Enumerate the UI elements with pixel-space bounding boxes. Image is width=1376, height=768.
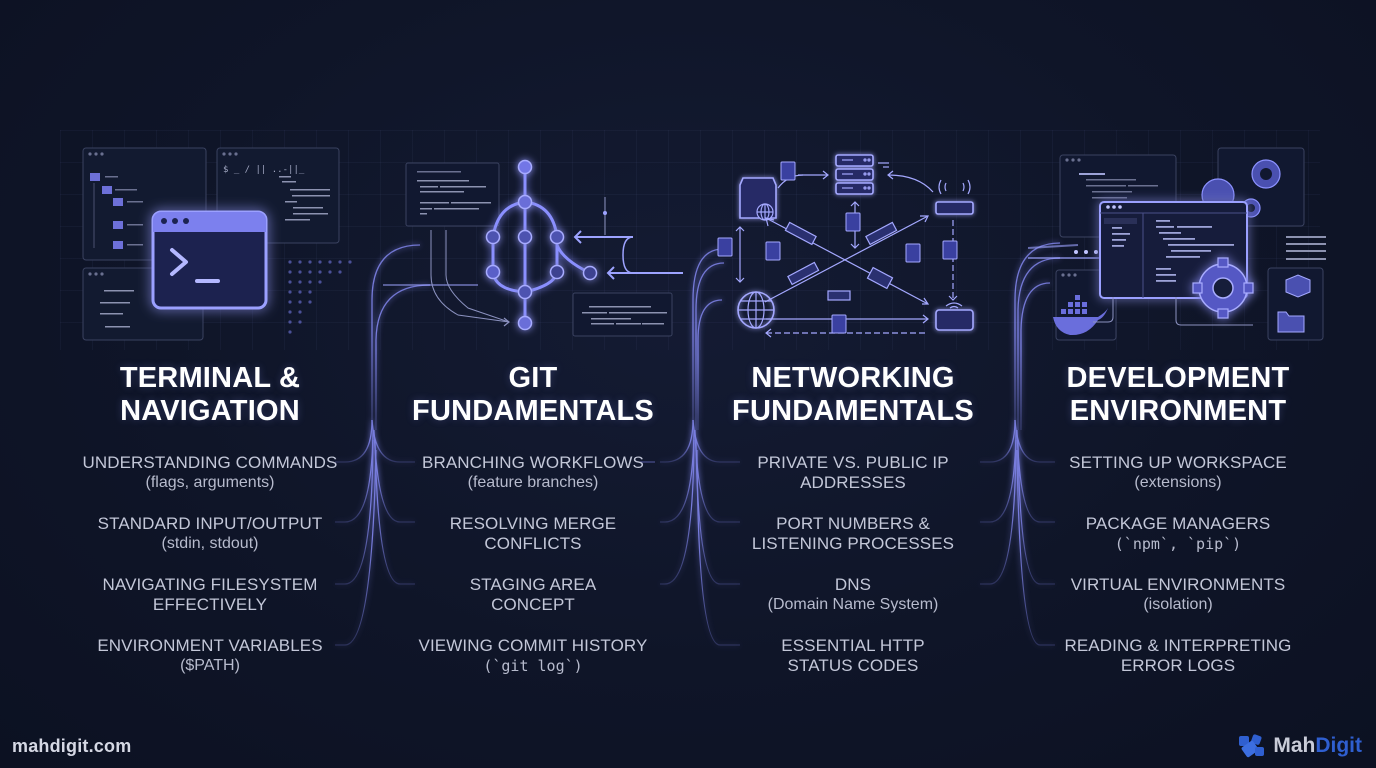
topic-item: PACKAGE MANAGERS (`npm`, `pip`) [1085, 514, 1271, 553]
column-terminal: $ _ / || ..-||_ [60, 0, 360, 700]
topic-item: VIEWING COMMIT HISTORY (`git log`) [418, 636, 648, 675]
topic-item: UNDERSTANDING COMMANDS (flags, arguments… [82, 453, 338, 491]
topic-item: ENVIRONMENT VARIABLES ($PATH) [97, 636, 323, 674]
column-networking: NETWORKING FUNDAMENTALS PRIVATE VS. PUBL… [703, 0, 1003, 700]
column-title: DEVELOPMENT ENVIRONMENT [1066, 362, 1290, 427]
column-title: NETWORKING FUNDAMENTALS [732, 362, 974, 427]
terminal-window-icon: $ _ / || ..-||_ [60, 140, 360, 345]
column-dev-environment: DEVELOPMENT ENVIRONMENT SETTING UP WORKS… [1028, 0, 1328, 700]
topic-list: SETTING UP WORKSPACE (extensions) PACKAG… [1028, 453, 1328, 697]
topic-item: BRANCHING WORKFLOWS (feature branches) [422, 453, 644, 491]
brand-name: MahDigit [1273, 734, 1362, 757]
topic-item: SETTING UP WORKSPACE (extensions) [1069, 453, 1287, 491]
git-branch-graph-icon [383, 140, 683, 345]
website-url[interactable]: mahdigit.com [12, 736, 132, 756]
network-topology-icon [703, 140, 1003, 345]
mahdigit-logo-icon [1239, 734, 1265, 758]
brand-logo: MahDigit [1237, 733, 1362, 759]
svg-text:$ _ / || ..-||_: $ _ / || ..-||_ [223, 165, 305, 175]
code-editor-gears-icon [1028, 140, 1328, 345]
topic-item: VIRTUAL ENVIRONMENTS (isolation) [1070, 575, 1286, 613]
topic-item: STANDARD INPUT/OUTPUT (stdin, stdout) [97, 514, 323, 552]
topic-item: PORT NUMBERS &LISTENING PROCESSES [751, 514, 955, 553]
column-git: GIT FUNDAMENTALS BRANCHING WORKFLOWS (fe… [383, 0, 683, 700]
column-title: TERMINAL & NAVIGATION [119, 362, 301, 427]
topic-item: DNS (Domain Name System) [767, 575, 939, 613]
topic-list: BRANCHING WORKFLOWS (feature branches) R… [383, 453, 683, 697]
column-title: GIT FUNDAMENTALS [412, 362, 654, 427]
topic-list: UNDERSTANDING COMMANDS (flags, arguments… [60, 453, 360, 697]
